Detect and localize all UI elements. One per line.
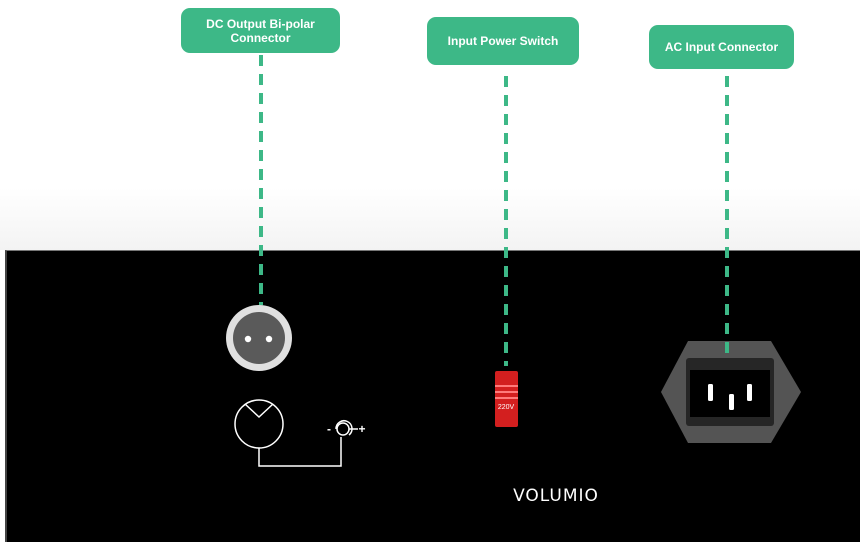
callout-dc-output-label: DC Output Bi-polar Connector: [206, 16, 315, 45]
brand-logo: VOLUMIO: [513, 486, 599, 506]
callout-dc-output: DC Output Bi-polar Connector: [181, 8, 340, 53]
callout-power-switch-label: Input Power Switch: [447, 34, 559, 48]
polarity-positive: +: [358, 422, 365, 436]
leader-lines: [259, 55, 729, 366]
dc-bipolar-connector: [226, 305, 292, 371]
input-power-switch[interactable]: [495, 371, 518, 427]
callout-ac-input: AC Input Connector: [649, 25, 794, 69]
callout-power-switch: Input Power Switch: [427, 17, 579, 65]
callout-ac-input-label: AC Input Connector: [664, 40, 779, 54]
switch-voltage-label: 220V: [498, 404, 515, 411]
polarity-symbol-icon: [234, 399, 358, 467]
ac-input-connector: [661, 341, 801, 443]
light-background-band: [0, 188, 860, 250]
polarity-negative: -: [327, 422, 331, 436]
